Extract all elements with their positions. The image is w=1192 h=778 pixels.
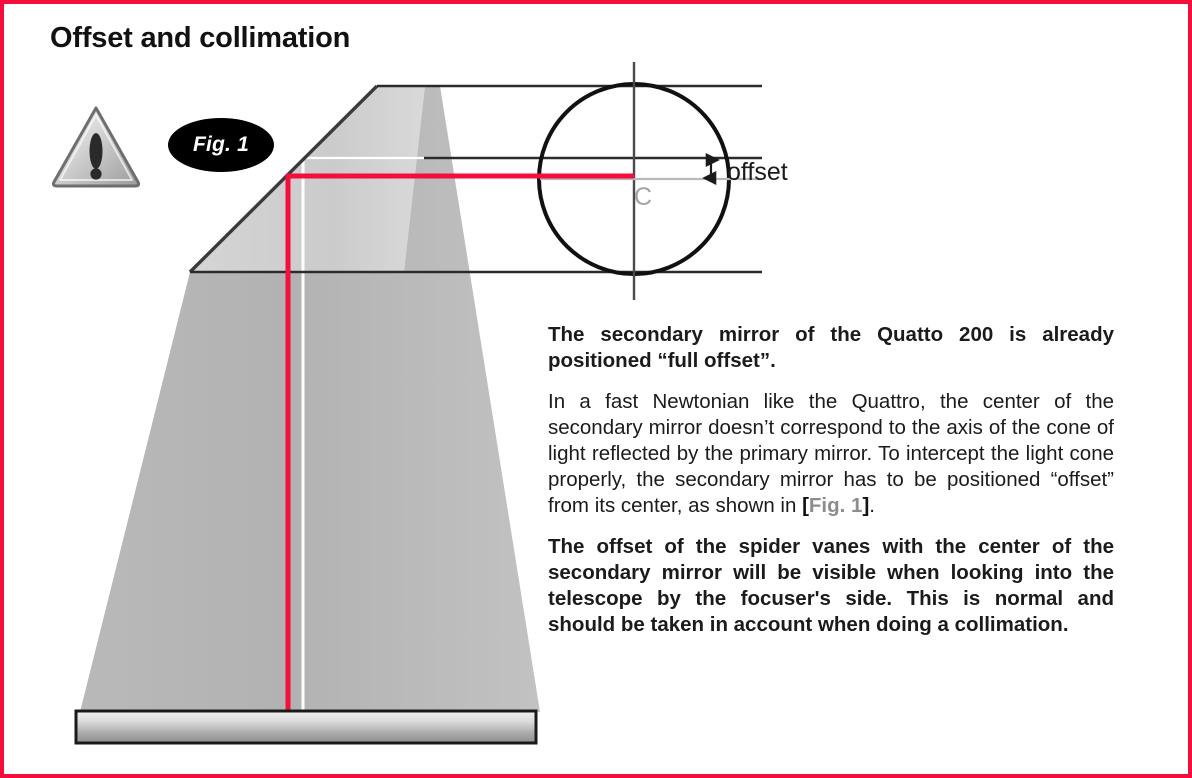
paragraph-explanation: In a fast Newtonian like the Quattro, th… xyxy=(548,389,1114,519)
fig-ref-open-bracket: [ xyxy=(802,494,809,517)
paragraph-explanation-text: In a fast Newtonian like the Quattro, th… xyxy=(548,390,1114,517)
light-cone xyxy=(80,86,540,712)
text-column: The secondary mirror of the Quatto 200 i… xyxy=(548,322,1114,638)
circle-center-label: C xyxy=(634,183,652,211)
warning-triangle-icon xyxy=(51,106,141,188)
light-cone-upper xyxy=(190,86,425,272)
fig-badge-label: Fig. 1 xyxy=(192,133,250,156)
fig-ref-close-bracket: ] xyxy=(862,494,870,517)
reflected-ray-path xyxy=(285,173,634,712)
paragraph-note: The offset of the spider vanes with the … xyxy=(548,535,1114,636)
fig-1-badge: Fig. 1 xyxy=(168,118,274,172)
primary-mirror xyxy=(74,709,538,745)
paragraph-intro: The secondary mirror of the Quatto 200 i… xyxy=(548,323,1114,372)
page-title: Offset and collimation xyxy=(50,22,351,54)
secondary-mirror-diagonal xyxy=(188,84,379,274)
offset-label: offset xyxy=(727,158,788,186)
fig-ref-label: Fig. 1 xyxy=(808,494,863,517)
paragraph-explanation-tail: . xyxy=(869,494,875,517)
